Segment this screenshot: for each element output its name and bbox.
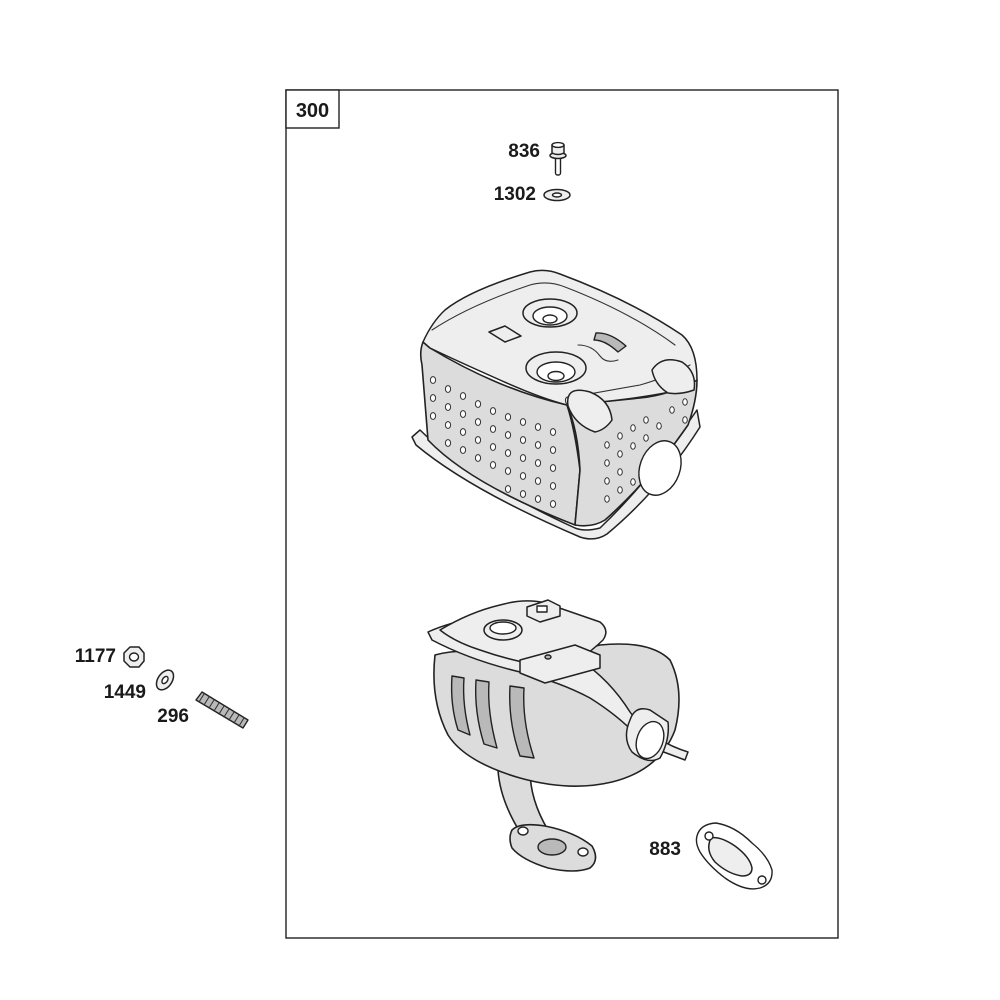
- assembly-frame: [285, 89, 839, 939]
- assembly-number: 300: [296, 100, 329, 122]
- perforated-muffler-guard-icon: [411, 269, 701, 540]
- part-number-1449: 1449: [104, 682, 146, 703]
- assembly-number-box: 300: [285, 89, 340, 129]
- flat-washer-icon: [543, 188, 571, 202]
- flat-washer-icon: [155, 669, 175, 691]
- muffler-icon: [427, 599, 689, 872]
- part-number-1302: 1302: [494, 184, 536, 205]
- threaded-stud-icon: [195, 691, 249, 729]
- exhaust-gasket-icon: [695, 822, 773, 890]
- part-number-836: 836: [508, 141, 540, 162]
- hex-flange-screw-icon: [549, 141, 567, 176]
- part-number-1177: 1177: [75, 646, 116, 667]
- part-number-296: 296: [157, 706, 189, 727]
- hex-nut-icon: [123, 646, 145, 668]
- part-number-883: 883: [649, 839, 681, 860]
